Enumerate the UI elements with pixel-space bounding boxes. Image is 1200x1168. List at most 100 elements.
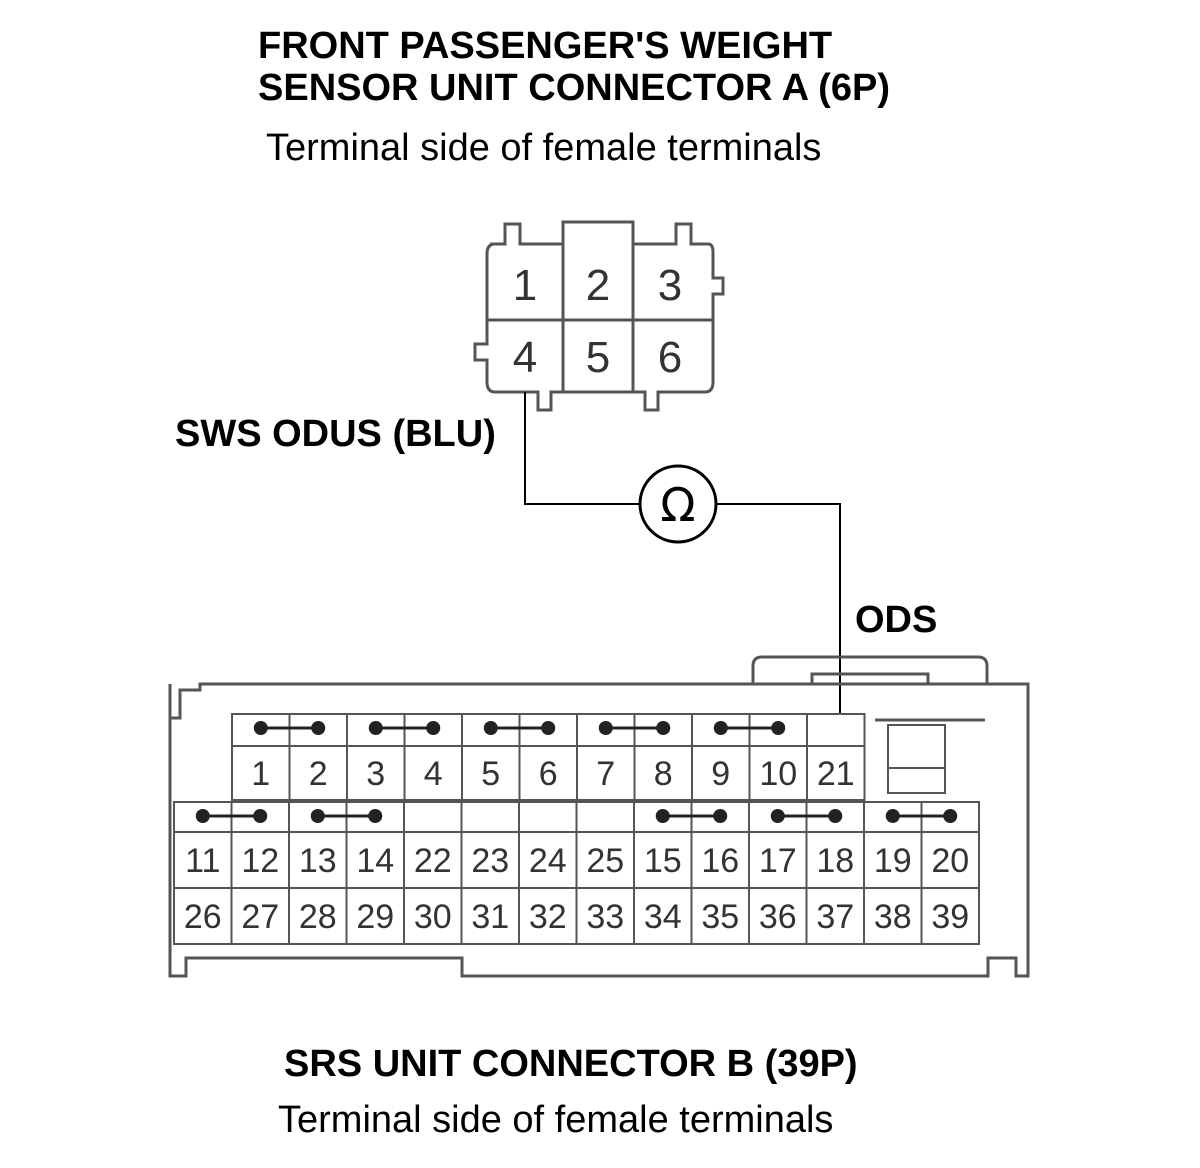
shorting-bar-dot — [195, 809, 210, 823]
shorting-bar-dot — [713, 809, 728, 823]
terminal-number: 11 — [185, 842, 220, 880]
test-lead-a — [524, 392, 640, 505]
terminal-number: 3 — [366, 755, 385, 793]
terminal-cell — [575, 801, 635, 833]
terminal-number: 18 — [816, 842, 854, 880]
shorting-bar-dot — [368, 809, 383, 823]
terminal-cell — [690, 887, 750, 945]
shorting-bar-dot — [311, 721, 326, 735]
connector-a-pin: 3 — [658, 261, 682, 310]
terminal-cell — [288, 831, 348, 889]
terminal-number: 27 — [241, 898, 279, 936]
terminal-number: 6 — [539, 755, 558, 793]
terminal-cell — [691, 745, 751, 801]
shorting-bar-dot — [655, 809, 670, 823]
terminal-cell — [518, 745, 578, 801]
connector-a-pin: 6 — [658, 333, 682, 382]
terminal-number: 26 — [184, 898, 222, 936]
terminal-cell — [863, 887, 923, 945]
terminal-number: 24 — [529, 842, 567, 880]
shorting-bar-dot — [885, 809, 900, 823]
connector-a: 1 2 3 4 5 6 — [473, 220, 725, 412]
terminal-number: 31 — [471, 898, 509, 936]
terminal-cell — [346, 745, 406, 801]
terminal-cell — [231, 745, 291, 801]
terminal-cell — [920, 887, 980, 945]
terminal-number: 28 — [299, 898, 337, 936]
terminal-cell — [576, 745, 636, 801]
connector-a-title-line2: SENSOR UNIT CONNECTOR A (6P) — [258, 67, 890, 109]
terminal-cell — [748, 745, 808, 801]
terminal-cell — [173, 887, 233, 945]
terminal-number: 2 — [309, 755, 328, 793]
terminal-cell — [518, 831, 578, 889]
connector-a-pin: 4 — [513, 333, 537, 382]
terminal-cell — [920, 831, 980, 889]
terminal-number: 19 — [874, 842, 912, 880]
wire-label-a: SWS ODUS (BLU) — [175, 413, 496, 455]
terminal-number: 30 — [414, 898, 452, 936]
terminal-cell — [575, 887, 635, 945]
terminal-number: 39 — [931, 898, 969, 936]
terminal-cell — [345, 887, 405, 945]
connector-a-pin: 5 — [586, 333, 610, 382]
terminal-number: 8 — [654, 755, 673, 793]
terminal-cell — [633, 887, 693, 945]
terminal-number: 25 — [586, 842, 624, 880]
terminal-cell — [173, 831, 233, 889]
connector-a-pin: 2 — [586, 261, 610, 310]
terminal-number: 15 — [644, 842, 682, 880]
terminal-number: 32 — [529, 898, 567, 936]
connector-b-subtitle: Terminal side of female terminals — [278, 1099, 833, 1141]
shorting-bar-dot — [253, 721, 268, 735]
ohm-symbol: Ω — [660, 478, 695, 532]
terminal-number: 17 — [759, 842, 797, 880]
terminal-number: 36 — [759, 898, 797, 936]
terminal-cell — [288, 887, 348, 945]
terminal-cell — [403, 887, 463, 945]
terminal-cell — [633, 745, 693, 801]
terminal-cell — [230, 887, 290, 945]
shorting-bar-dot — [943, 809, 958, 823]
terminal-cell — [806, 713, 866, 747]
ohmmeter-icon — [638, 464, 718, 544]
terminal-number: 23 — [471, 842, 509, 880]
shorting-bar-dot — [598, 721, 613, 735]
terminal-number: 22 — [414, 842, 452, 880]
terminal-number: 16 — [701, 842, 739, 880]
connector-a-title-line1: FRONT PASSENGER'S WEIGHT — [258, 25, 832, 67]
terminal-cell — [633, 831, 693, 889]
terminal-cell — [575, 831, 635, 889]
terminal-cell — [748, 831, 808, 889]
wire-label-b: ODS — [855, 599, 937, 641]
terminal-number: 4 — [424, 755, 443, 793]
test-lead-b — [716, 503, 841, 742]
terminal-cell — [863, 831, 923, 889]
shorting-bar-dot — [483, 721, 498, 735]
terminal-number: 21 — [817, 755, 855, 793]
terminal-number: 5 — [481, 755, 500, 793]
terminal-number: 13 — [299, 842, 337, 880]
terminal-number: 14 — [356, 842, 394, 880]
terminal-number: 33 — [586, 898, 624, 936]
terminal-number: 1 — [251, 755, 270, 793]
terminal-number: 37 — [816, 898, 854, 936]
shorting-bar-dot — [713, 721, 728, 735]
shorting-bar-dot — [770, 809, 785, 823]
terminal-number: 7 — [596, 755, 615, 793]
shorting-bar-dot — [541, 721, 556, 735]
terminal-number: 35 — [701, 898, 739, 936]
connector-b-title: SRS UNIT CONNECTOR B (39P) — [284, 1043, 858, 1085]
shorting-bar-dot — [771, 721, 786, 735]
terminal-cell — [230, 831, 290, 889]
shorting-bar-dot — [368, 721, 383, 735]
shorting-bar-dot — [656, 721, 671, 735]
terminal-number: 34 — [644, 898, 682, 936]
terminal-cell — [518, 801, 578, 833]
terminal-number: 12 — [241, 842, 279, 880]
shorting-bar-dot — [253, 809, 268, 823]
terminal-cell — [345, 831, 405, 889]
terminal-cell — [460, 801, 520, 833]
